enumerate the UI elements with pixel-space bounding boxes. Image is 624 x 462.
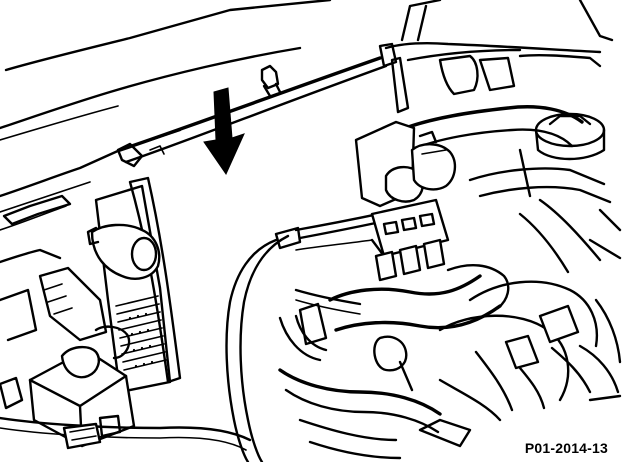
connector-block [370,198,450,282]
down-arrow-icon [203,87,245,176]
fan-shroud [0,248,108,342]
oil-filler-cap [534,112,606,161]
lower-hoses [278,335,514,460]
thermostat-housing [354,120,457,208]
coolant-reservoir [0,325,252,451]
radiator-hose [225,226,302,462]
engine-block [438,280,622,410]
inner-fender [384,0,614,114]
radiator [86,176,182,394]
body-panel [0,0,332,231]
air-intake-hose [278,264,510,362]
radiator-support [116,42,398,168]
figure-code-label: P01-2014-13 [522,440,610,456]
